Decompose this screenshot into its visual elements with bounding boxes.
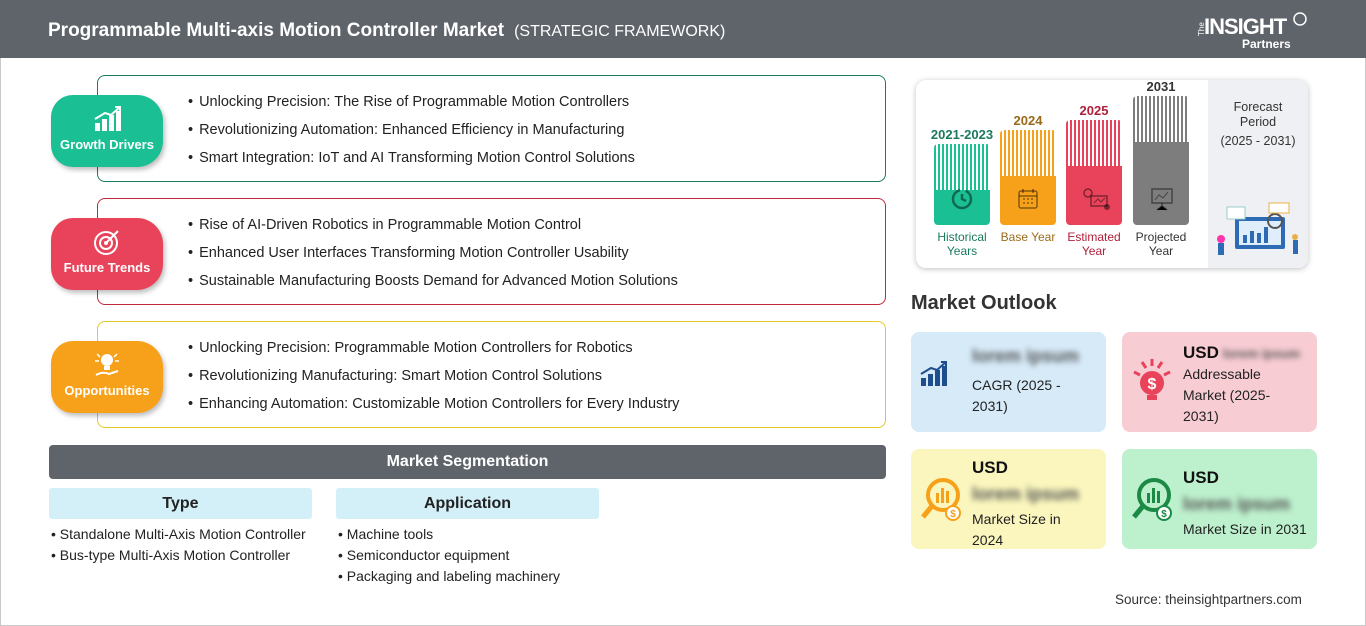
svg-text:$: $ (1148, 376, 1157, 393)
currency-label: USD (1183, 343, 1219, 362)
segment-item: Semiconductor equipment (336, 545, 599, 566)
section-box-growth-drivers: Unlocking Precision: The Rise of Program… (97, 75, 886, 182)
segment-item: Packaging and labeling machinery (336, 566, 599, 587)
timeline-bar (934, 144, 990, 225)
magnifier-dollar-icon: $ (1130, 475, 1176, 530)
card-value: lorem ipsum (1222, 346, 1301, 361)
magnifier-dollar-icon: $ (919, 475, 965, 530)
timeline-label: Projected Year (1135, 230, 1187, 258)
page-title: Programmable Multi-axis Motion Controlle… (48, 20, 725, 42)
bullet-item: Sustainable Manufacturing Boosts Demand … (188, 267, 678, 295)
cagr-value: lorem ipsum (972, 346, 1080, 366)
dollar-bulb-icon: $ (1130, 358, 1174, 413)
timeline-label: Historical Years (937, 230, 987, 258)
bullet-item: Rise of AI-Driven Robotics in Programmab… (188, 211, 678, 239)
source-text: Source: theinsightpartners.com (1115, 592, 1302, 607)
gear-monitor-icon (1081, 186, 1111, 217)
growth-chart-icon (919, 360, 949, 393)
section-label: Opportunities (64, 383, 150, 398)
forecast-range: (2025 - 2031) (1220, 134, 1296, 148)
bullet-item: Unlocking Precision: The Rise of Program… (188, 88, 635, 116)
presentation-chart-icon (1148, 186, 1176, 217)
bullet-item: Enhanced User Interfaces Transforming Mo… (188, 239, 678, 267)
subtitle: (STRATEGIC FRAMEWORK) (514, 23, 726, 40)
card-value: lorem ipsum (1183, 494, 1291, 514)
section-box-opportunities: Unlocking Precision: Programmable Motion… (97, 321, 886, 428)
card-label: Market Size in 2024 (972, 511, 1061, 548)
card-label: CAGR (2025 - 2031) (972, 377, 1061, 414)
segment-item: Machine tools (336, 524, 599, 545)
section-label: Growth Drivers (60, 137, 154, 152)
segment-item: Standalone Multi-Axis Motion Controller (49, 524, 312, 545)
section-label: Future Trends (63, 260, 151, 275)
section-label-pill: Future Trends (51, 218, 163, 290)
analytics-illustration-icon (1217, 202, 1298, 255)
timeline-year: 2025 (1079, 103, 1109, 118)
currency-label: USD (1183, 468, 1219, 487)
bullet-item: Enhancing Automation: Customizable Motio… (188, 390, 679, 418)
segment-type: Type Standalone Multi-Axis Motion Contro… (49, 488, 312, 566)
bullet-item: Revolutionizing Automation: Enhanced Eff… (188, 116, 635, 144)
timeline-year: 2024 (1013, 113, 1043, 128)
svg-text:INSIGHT: INSIGHT (1204, 14, 1288, 39)
timeline-label: Base Year (1000, 230, 1056, 244)
card-label: Addressable Market (2025-2031) (1183, 366, 1271, 424)
timeline-label: Estimated Year (1067, 230, 1121, 258)
timeline-year: 2031 (1146, 79, 1176, 94)
header-bar (0, 0, 1366, 58)
timeline-bar (1066, 120, 1122, 225)
history-clock-icon (949, 186, 975, 217)
svg-text:Partners: Partners (1242, 37, 1291, 51)
bullet-item: Unlocking Precision: Programmable Motion… (188, 334, 679, 362)
segment-header: Type (49, 488, 312, 519)
segment-item: Bus-type Multi-Axis Motion Controller (49, 545, 312, 566)
svg-text:The: The (1197, 22, 1206, 36)
card-label: Market Size in 2031 (1183, 521, 1307, 537)
timeline-bar (1133, 96, 1189, 225)
svg-text:$: $ (950, 509, 956, 520)
timeline-panel: 2021-2023 Historical Years 2024 Base Yea… (916, 79, 1308, 268)
section-label-pill: Growth Drivers (51, 95, 163, 167)
market-outlook-title: Market Outlook (911, 292, 1057, 314)
svg-text:$: $ (1161, 509, 1167, 520)
forecast-period: Forecast Period (2025 - 2031) (1208, 80, 1308, 268)
segment-header: Application (336, 488, 599, 519)
segmentation-title: Market Segmentation (49, 445, 886, 479)
segment-application: Application Machine tools Semiconductor … (336, 488, 599, 587)
title-text: Programmable Multi-axis Motion Controlle… (48, 20, 505, 41)
forecast-title: Forecast Period (1233, 100, 1283, 129)
timeline-year: 2021-2023 (930, 127, 994, 142)
currency-label: USD (972, 458, 1008, 477)
timeline-bar (1000, 130, 1056, 225)
section-box-future-trends: Rise of AI-Driven Robotics in Programmab… (97, 198, 886, 305)
card-value: lorem ipsum (972, 484, 1080, 504)
calendar-icon (1015, 186, 1041, 217)
bullet-item: Revolutionizing Manufacturing: Smart Mot… (188, 362, 679, 390)
section-label-pill: Opportunities (51, 341, 163, 413)
bullet-item: Smart Integration: IoT and AI Transformi… (188, 144, 635, 172)
